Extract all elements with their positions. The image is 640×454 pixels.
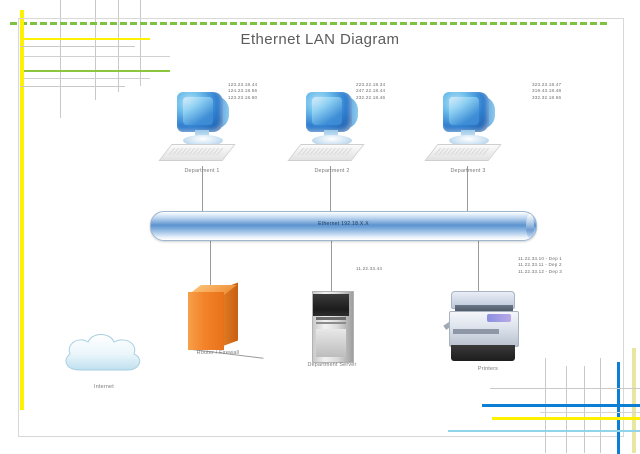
diagram-frame <box>18 18 624 437</box>
ip-list-printers: 11.22.33.10 - Dep 1 11.22.33.11 - Dep 2 … <box>518 256 563 274</box>
ip-server: 11.22.33.44 <box>356 266 383 271</box>
ip-list-department-3: 323.23.18.47 319.43.18.48 332.32.18.66 <box>532 82 562 100</box>
internet-cloud[interactable] <box>58 330 150 382</box>
ethernet-backbone[interactable]: Ethernet 192.18.X.X <box>150 211 537 241</box>
monitor-bezel-icon <box>312 97 342 125</box>
page-title: Ethernet LAN Diagram <box>240 31 400 48</box>
keyboard-icon <box>158 144 236 161</box>
printer-tray-icon <box>453 329 499 334</box>
connector-dept1-backbone <box>202 166 203 212</box>
label-department-3: Department 3 <box>450 168 486 174</box>
ip-list-department-1: 123.23.18.44 124.23.18.56 123.23.18.60 <box>228 82 258 100</box>
department-server[interactable] <box>307 291 357 363</box>
connector-dept2-backbone <box>330 166 331 212</box>
printers[interactable] <box>443 289 529 365</box>
printer-base-icon <box>451 345 515 361</box>
monitor-neck-icon <box>324 130 338 138</box>
backbone-label: Ethernet 192.18.X.X <box>318 221 369 227</box>
workstation-department-2[interactable] <box>287 90 376 172</box>
server-slot-icon <box>316 317 346 320</box>
monitor-bezel-icon <box>183 97 213 125</box>
printer-panel-icon <box>487 314 511 322</box>
keyboard-icon <box>424 144 502 161</box>
label-department-1: Department 1 <box>184 168 220 174</box>
workstation-department-1[interactable] <box>158 90 247 172</box>
label-router-firewall: Router / Firewall <box>196 350 240 356</box>
keyboard-icon <box>287 144 365 161</box>
label-department-server: Department Server <box>307 362 357 368</box>
server-bay-icon <box>313 294 349 316</box>
connector-backbone-server <box>331 239 332 291</box>
monitor-base-icon <box>312 135 352 146</box>
monitor-base-icon <box>449 135 489 146</box>
connector-dept3-backbone <box>467 166 468 212</box>
monitor-base-icon <box>183 135 223 146</box>
router-firewall[interactable] <box>182 282 248 358</box>
cloud-icon <box>65 334 141 371</box>
label-internet: Internet <box>94 384 114 390</box>
connector-backbone-firewall <box>210 239 211 291</box>
printer-glass-icon <box>455 305 513 312</box>
workstation-department-3[interactable] <box>424 90 513 172</box>
server-slot-icon <box>316 322 346 324</box>
ip-list-department-2: 223.22.18.34 247.22.18.44 232.22.18.46 <box>356 82 386 100</box>
firewall-icon <box>188 292 224 350</box>
label-department-2: Department 2 <box>314 168 350 174</box>
server-grille-icon <box>316 329 346 357</box>
monitor-neck-icon <box>195 130 209 138</box>
monitor-neck-icon <box>461 130 475 138</box>
label-printers: Printers <box>477 366 499 372</box>
connector-backbone-printer <box>478 239 479 291</box>
accent-line-pale-yellow-vertical <box>632 348 636 453</box>
monitor-bezel-icon <box>449 97 479 125</box>
